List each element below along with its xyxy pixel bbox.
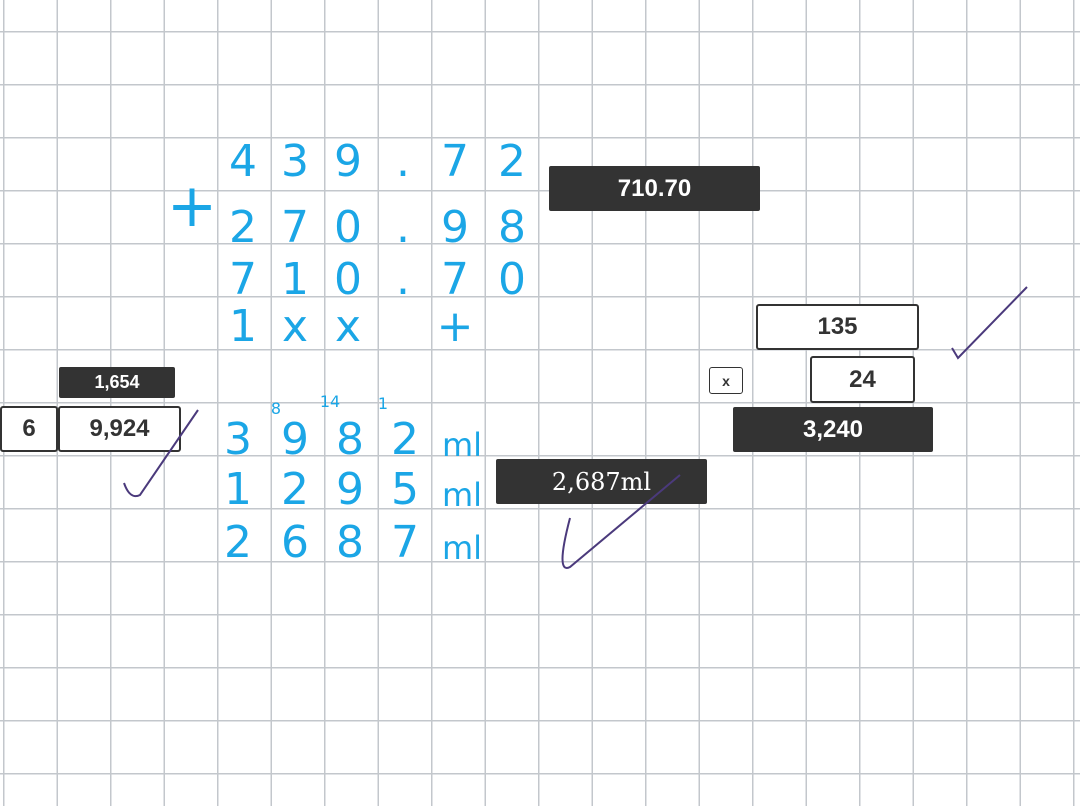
divisor-box[interactable]: 6 <box>0 406 58 452</box>
handwritten-digit: 3 <box>281 136 309 187</box>
handwritten-digit: 0 <box>334 254 362 305</box>
handwritten-digit: 2 <box>498 136 526 187</box>
handwritten-digit: 2 <box>229 202 257 253</box>
plus-sign: + <box>166 171 218 241</box>
carry-digit: 8 <box>270 399 282 418</box>
handwritten-digit: 9 <box>336 464 364 515</box>
handwritten-digit: 1 <box>281 254 309 305</box>
product-box[interactable]: 3,240 <box>733 407 933 452</box>
handwritten-digit: 9 <box>334 136 362 187</box>
unit-label: ml <box>441 529 483 567</box>
handwritten-digit: 9 <box>281 414 309 465</box>
handwritten-digit: 7 <box>229 254 257 305</box>
unit-label: ml <box>441 426 483 464</box>
quotient-box[interactable]: 1,654 <box>59 367 175 398</box>
handwritten-digit: . <box>396 254 410 305</box>
handwritten-digit: 7 <box>391 517 419 568</box>
handwritten-digit: + <box>436 301 474 352</box>
handwritten-digit: 8 <box>336 414 364 465</box>
handwritten-digit: 1 <box>229 301 257 352</box>
handwritten-digit: x <box>334 301 362 352</box>
handwritten-digit: 3 <box>224 414 252 465</box>
handwritten-digit: 0 <box>498 254 526 305</box>
handwritten-digit: 8 <box>498 202 526 253</box>
handwritten-digit: . <box>396 136 410 187</box>
handwritten-digit: 6 <box>281 517 309 568</box>
handwritten-digit: 7 <box>441 136 469 187</box>
check-icon <box>123 409 199 498</box>
dividend-box[interactable]: 9,924 <box>58 406 181 452</box>
handwritten-digit: 7 <box>281 202 309 253</box>
carry-digit: 14 <box>319 392 341 411</box>
multiplicand-box[interactable]: 135 <box>756 304 919 350</box>
handwritten-digit: 0 <box>334 202 362 253</box>
addition-answer-box[interactable]: 710.70 <box>549 166 760 211</box>
handwritten-digit: 2 <box>281 464 309 515</box>
unit-label: ml <box>441 476 483 514</box>
check-icon <box>561 474 681 569</box>
check-icon <box>951 286 1028 360</box>
multiply-operator-box[interactable]: x <box>709 367 743 394</box>
carry-digit: 1 <box>377 394 389 413</box>
multiplier-box[interactable]: 24 <box>810 356 915 403</box>
handwritten-digit: x <box>281 301 309 352</box>
handwritten-digit: . <box>396 202 410 253</box>
handwritten-digit: 5 <box>391 464 419 515</box>
handwritten-digit: 2 <box>391 414 419 465</box>
handwritten-digit: 7 <box>441 254 469 305</box>
handwritten-digit: 8 <box>336 517 364 568</box>
handwritten-digit: 9 <box>441 202 469 253</box>
handwritten-digit: 2 <box>224 517 252 568</box>
handwritten-digit: 4 <box>229 136 257 187</box>
handwritten-digit: 1 <box>224 464 252 515</box>
